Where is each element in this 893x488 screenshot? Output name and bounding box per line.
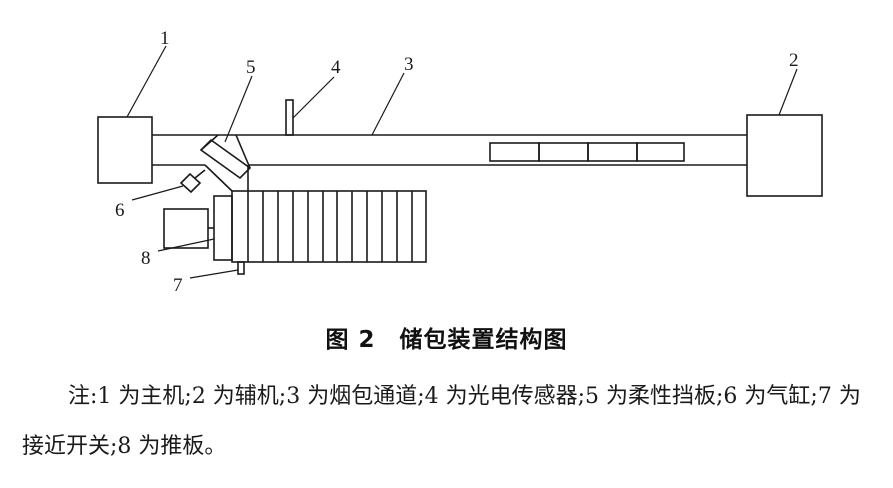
proximity-switch: [237, 261, 245, 275]
label-3: 3: [404, 54, 414, 75]
label-1: 1: [160, 28, 170, 49]
label-4: 4: [331, 57, 341, 78]
label-8: 8: [141, 248, 151, 269]
auxiliary-machine-box: [746, 114, 823, 197]
leader-lines: [126, 45, 798, 279]
cigarette-pack-channel: [152, 134, 747, 166]
label-5: 5: [246, 57, 256, 78]
figure-caption: 图 2 储包装置结构图: [325, 327, 568, 353]
packs-in-channel: [489, 142, 685, 162]
push-plate: [213, 195, 233, 261]
label-6: 6: [115, 200, 125, 221]
figure-note: 注:1 为主机;2 为辅机;3 为烟包通道;4 为光电传感器;5 为柔性挡板;6…: [22, 384, 861, 459]
cylinder: [179, 169, 206, 194]
label-2: 2: [789, 50, 799, 71]
flexible-baffle: [199, 134, 252, 192]
main-machine-box: [97, 116, 153, 184]
label-7: 7: [173, 275, 183, 296]
photoelectric-sensor: [285, 99, 294, 136]
pack-stack: [231, 190, 427, 263]
storage-device-diagram: 1 2 3 4 5 6 7 8: [97, 28, 823, 296]
